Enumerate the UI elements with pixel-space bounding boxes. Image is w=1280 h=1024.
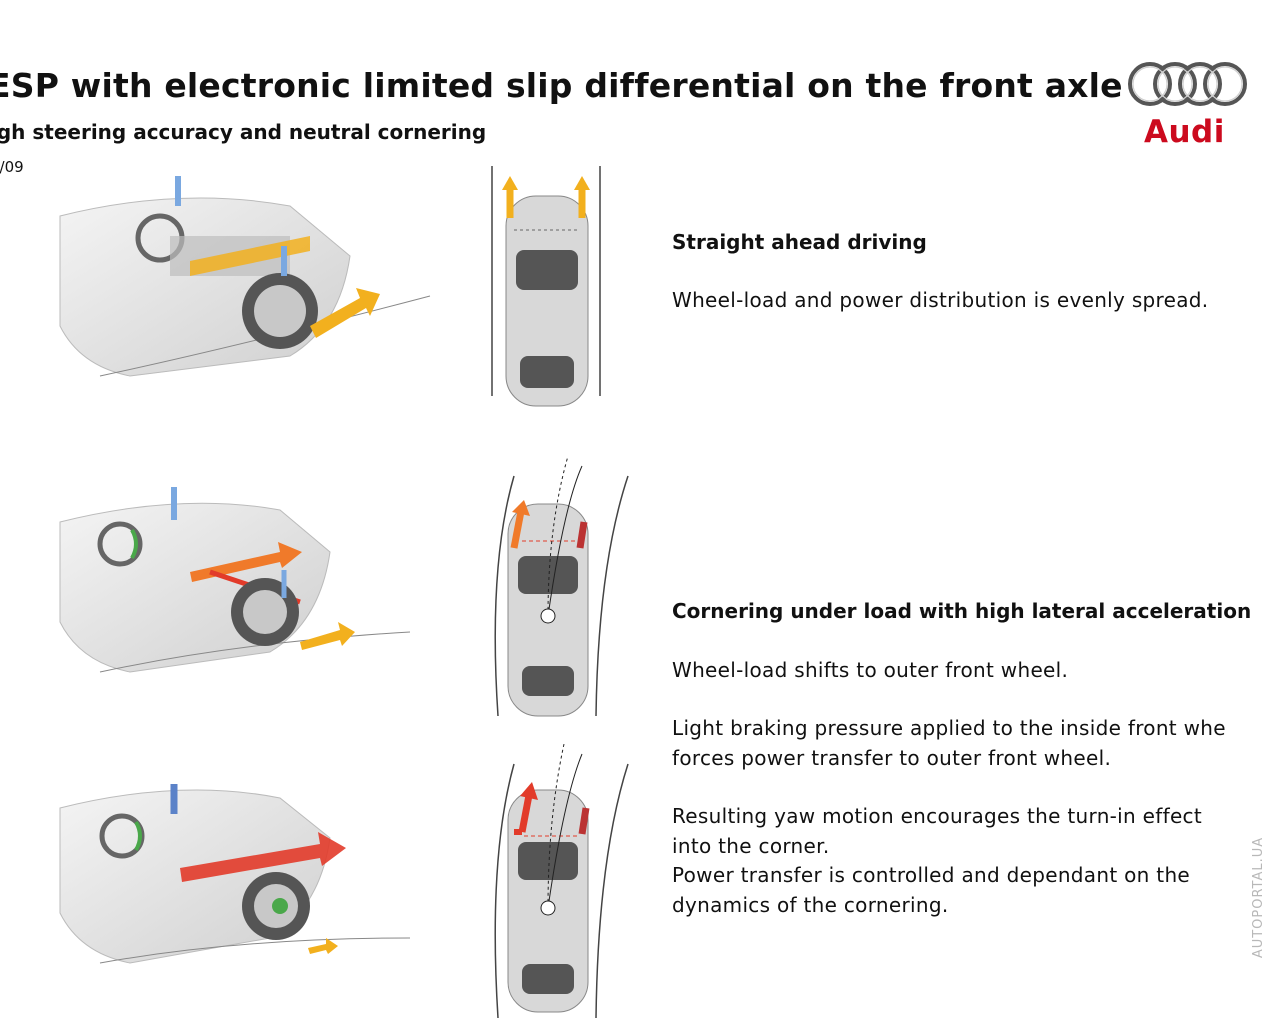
cutaway-car-yaw-illustration <box>40 778 420 978</box>
page-title: ESP with electronic limited slip differe… <box>0 66 1123 105</box>
watermark-text: AUTOPORTAL.UA <box>1251 836 1267 959</box>
cornering-paragraph-wheel-load: Wheel-load shifts to outer front wheel. <box>672 658 1069 682</box>
cornering-paragraph-braking: Light braking pressure applied to the in… <box>672 716 1226 770</box>
section-cornering-heading: Cornering under load with high lateral a… <box>672 599 1252 623</box>
section-straight-text: Wheel-load and power distribution is eve… <box>672 288 1209 312</box>
cutaway-car-straight-illustration <box>40 176 440 406</box>
audi-logo: Audi <box>1118 58 1258 153</box>
topdown-car-cornering-illustration <box>478 446 638 726</box>
watermark: AUTOPORTAL.UA <box>1251 830 1276 970</box>
cornering-paragraph-yaw: Resulting yaw motion encourages the turn… <box>672 804 1202 917</box>
page-subtitle: igh steering accuracy and neutral corner… <box>0 120 487 144</box>
page-date: 3/09 <box>0 158 24 176</box>
section-straight-heading: Straight ahead driving <box>672 230 927 254</box>
cutaway-car-cornering-illustration <box>40 482 420 682</box>
topdown-car-straight-illustration <box>478 160 618 412</box>
audi-wordmark: Audi <box>1144 114 1225 150</box>
topdown-car-yaw-illustration <box>478 738 638 1024</box>
four-rings-icon <box>1128 62 1247 106</box>
